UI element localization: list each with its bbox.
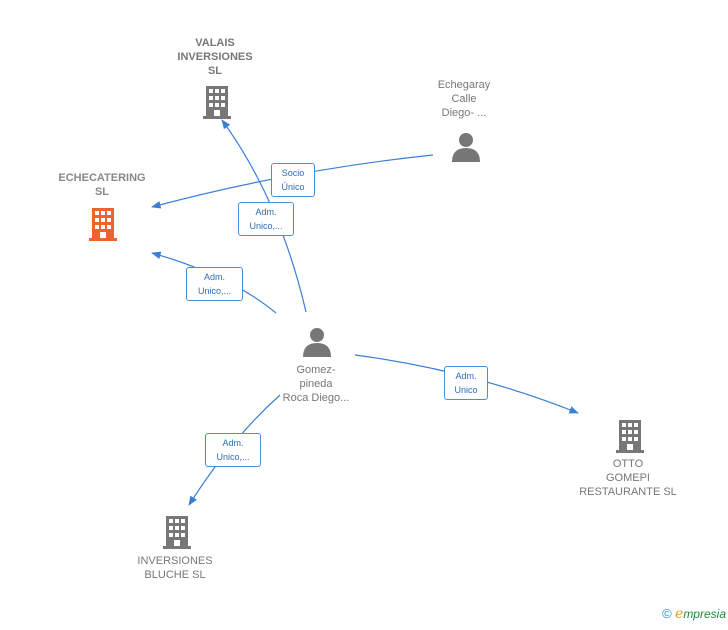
brand-rest: mpresia — [683, 607, 726, 621]
node-label-valais[interactable]: VALAIS INVERSIONES SL — [177, 37, 253, 77]
edge-label-adm-eche[interactable]: Adm. Unico,... — [186, 267, 243, 301]
node-label-echecatering[interactable]: ECHECATERING SL — [58, 172, 146, 198]
edge-label-adm-bluche[interactable]: Adm. Unico,... — [205, 433, 261, 467]
node-label-bluche[interactable]: INVERSIONES BLUCHE SL — [137, 555, 213, 581]
person-icon[interactable] — [303, 328, 331, 357]
node-label-otto[interactable]: OTTO GOMEPI RESTAURANTE SL — [579, 458, 677, 498]
person-icon[interactable] — [452, 133, 480, 162]
empresia-logo: © empresia — [662, 606, 726, 622]
node-label-echegaray[interactable]: Echegaray Calle Diego- ... — [437, 79, 491, 119]
building-icon[interactable] — [616, 420, 644, 453]
edge-label-adm-otto[interactable]: Adm. Unico — [444, 366, 488, 400]
copyright-symbol: © — [662, 606, 672, 621]
node-label-gomez[interactable]: Gomez- pineda Roca Diego... — [282, 364, 350, 404]
brand-e: e — [675, 606, 684, 622]
building-icon[interactable] — [163, 516, 191, 549]
edge-label-socio[interactable]: Socio Único — [271, 163, 315, 197]
building-icon-main[interactable] — [89, 208, 117, 241]
building-icon[interactable] — [203, 86, 231, 119]
edge-label-adm-valais[interactable]: Adm. Unico,... — [238, 202, 294, 236]
